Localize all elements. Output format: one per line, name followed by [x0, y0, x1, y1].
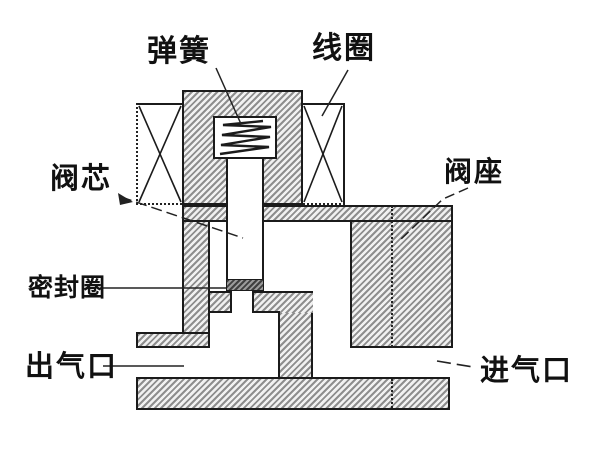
seat-boss-step-edge [252, 311, 280, 313]
seat-pillar [278, 313, 313, 377]
label-inlet: 进气口 [480, 355, 574, 387]
seal-ring-part [226, 279, 264, 291]
coil-x-icon [138, 105, 182, 203]
bottom-plate-divider [391, 379, 393, 408]
coil-right-box [303, 103, 345, 205]
coil-left-box [136, 103, 182, 205]
label-seal-ring: 密封圈 [28, 275, 107, 302]
seat-insert-divider [391, 206, 393, 347]
leader-valve-core-arrow [118, 193, 133, 205]
body-left-column [182, 222, 210, 332]
label-outlet: 出气口 [25, 351, 119, 383]
seat-ledge [210, 291, 232, 313]
valve-stem [226, 157, 264, 280]
seat-boss [252, 291, 313, 313]
label-valve-core: 阀芯 [50, 163, 113, 195]
label-coil: 线圈 [312, 32, 376, 65]
label-spring: 弹簧 [147, 35, 211, 68]
spring-cavity [213, 116, 277, 159]
body-right-block [350, 222, 453, 348]
top-plate [182, 205, 453, 222]
bottom-plate [136, 377, 450, 410]
coil-x-icon [303, 105, 343, 203]
leader-inlet [436, 360, 474, 368]
spring-icon [219, 119, 272, 156]
label-valve-seat: 阀座 [444, 157, 505, 188]
outlet-foot [136, 332, 210, 348]
